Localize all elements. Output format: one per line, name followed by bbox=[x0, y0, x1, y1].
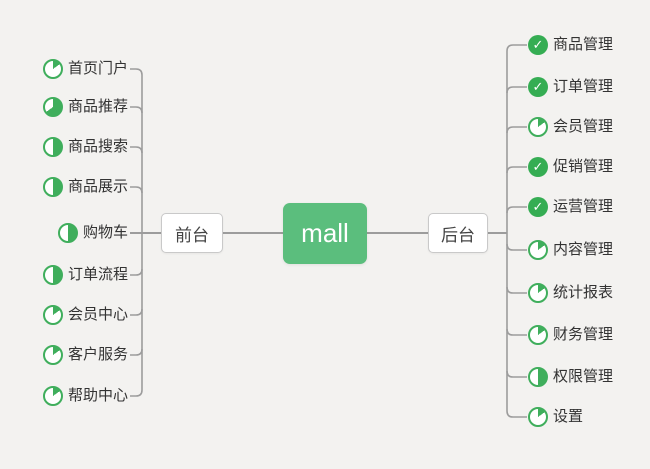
leaf-label: 运营管理 bbox=[553, 198, 614, 215]
task-progress-icon bbox=[528, 240, 548, 260]
leaf-node-finance-manage[interactable]: 财务管理 bbox=[528, 324, 613, 346]
task-progress-icon bbox=[528, 325, 548, 345]
task-done-icon bbox=[528, 77, 548, 97]
leaf-node-statistics-report[interactable]: 统计报表 bbox=[528, 282, 613, 304]
branch-node-backend[interactable]: 后台 bbox=[428, 213, 488, 253]
leaf-label: 客户服务 bbox=[67, 346, 128, 363]
leaf-label: 权限管理 bbox=[553, 368, 614, 385]
task-progress-icon bbox=[42, 97, 63, 117]
leaf-node-home-portal[interactable]: 首页门户 bbox=[42, 58, 128, 80]
leaf-label: 商品展示 bbox=[67, 178, 128, 195]
leaf-label: 设置 bbox=[553, 408, 584, 425]
leaf-label: 订单管理 bbox=[553, 78, 614, 95]
task-progress-icon bbox=[42, 137, 63, 157]
task-progress-icon bbox=[528, 367, 548, 387]
task-done-icon bbox=[528, 157, 548, 177]
leaf-node-product-manage[interactable]: 商品管理 bbox=[528, 34, 613, 56]
leaf-node-help-center[interactable]: 帮助中心 bbox=[42, 385, 128, 407]
leaf-label: 财务管理 bbox=[553, 326, 614, 343]
leaf-label: 促销管理 bbox=[553, 158, 614, 175]
leaf-node-promotion-manage[interactable]: 促销管理 bbox=[528, 156, 613, 178]
leaf-node-product-recommend[interactable]: 商品推荐 bbox=[42, 96, 128, 118]
leaf-label: 帮助中心 bbox=[67, 387, 128, 404]
task-progress-icon bbox=[42, 345, 63, 365]
task-progress-icon bbox=[528, 283, 548, 303]
leaf-label: 商品搜索 bbox=[67, 138, 128, 155]
branch-node-backend-label: 后台 bbox=[441, 225, 475, 245]
leaf-label: 商品推荐 bbox=[67, 98, 128, 115]
leaf-label: 统计报表 bbox=[553, 284, 614, 301]
task-progress-icon bbox=[42, 386, 63, 406]
task-progress-icon bbox=[528, 117, 548, 137]
task-progress-icon bbox=[42, 177, 63, 197]
root-node-label: mall bbox=[301, 218, 349, 248]
leaf-label: 内容管理 bbox=[553, 241, 614, 258]
branch-node-frontend-label: 前台 bbox=[175, 225, 209, 245]
leaf-label: 会员管理 bbox=[553, 118, 614, 135]
branch-node-frontend[interactable]: 前台 bbox=[161, 213, 223, 253]
leaf-node-content-manage[interactable]: 内容管理 bbox=[528, 239, 613, 261]
leaf-label: 商品管理 bbox=[553, 36, 614, 53]
leaf-node-customer-service[interactable]: 客户服务 bbox=[42, 344, 128, 366]
leaf-label: 首页门户 bbox=[67, 60, 128, 77]
task-done-icon bbox=[528, 197, 548, 217]
leaf-node-member-center[interactable]: 会员中心 bbox=[42, 304, 128, 326]
leaf-node-product-search[interactable]: 商品搜索 bbox=[42, 136, 128, 158]
root-node-mall[interactable]: mall bbox=[283, 203, 367, 264]
task-done-icon bbox=[528, 35, 548, 55]
leaf-label: 购物车 bbox=[82, 224, 128, 241]
task-progress-icon bbox=[42, 265, 63, 285]
leaf-node-permission-manage[interactable]: 权限管理 bbox=[528, 366, 613, 388]
leaf-node-member-manage[interactable]: 会员管理 bbox=[528, 116, 613, 138]
leaf-label: 会员中心 bbox=[67, 306, 128, 323]
leaf-node-product-display[interactable]: 商品展示 bbox=[42, 176, 128, 198]
leaf-node-order-manage[interactable]: 订单管理 bbox=[528, 76, 613, 98]
task-progress-icon bbox=[42, 59, 63, 79]
leaf-node-order-flow[interactable]: 订单流程 bbox=[42, 264, 128, 286]
task-progress-icon bbox=[528, 407, 548, 427]
task-progress-icon bbox=[57, 223, 78, 243]
leaf-node-operation-manage[interactable]: 运营管理 bbox=[528, 196, 613, 218]
task-progress-icon bbox=[42, 305, 63, 325]
leaf-node-settings[interactable]: 设置 bbox=[528, 406, 583, 428]
leaf-label: 订单流程 bbox=[67, 266, 128, 283]
leaf-node-shopping-cart[interactable]: 购物车 bbox=[57, 222, 128, 244]
